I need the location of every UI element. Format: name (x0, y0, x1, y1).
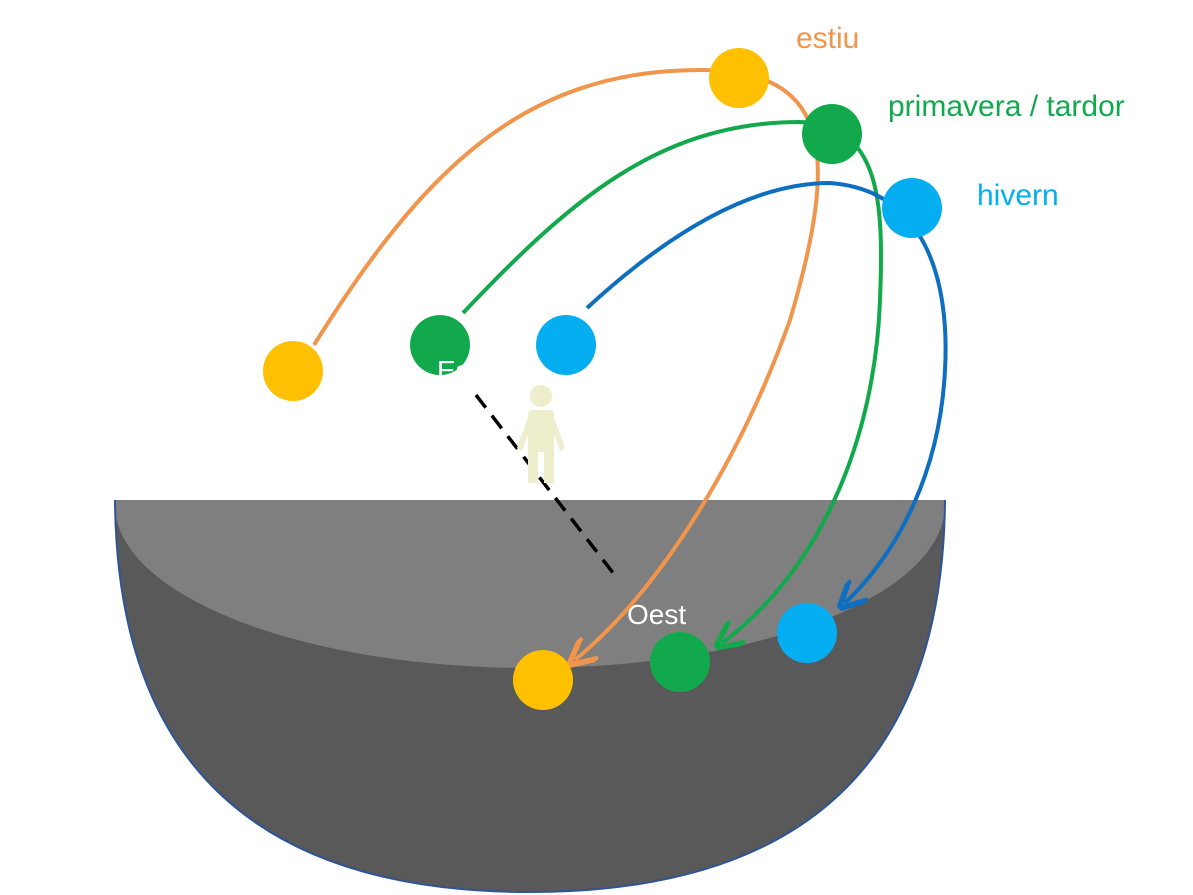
winter-sun-path (585, 180, 948, 603)
equinox-label: primavera / tardor (888, 90, 1125, 123)
east-label: Est (437, 355, 478, 386)
summer-label: estiu (796, 22, 859, 55)
noon-equinox-sun (802, 104, 862, 164)
winter-label: hivern (977, 179, 1059, 212)
hemisphere-rim (114, 499, 946, 894)
sunrise-summer-sun (263, 341, 323, 401)
ground-plane (115, 500, 945, 668)
sunrise-equinox-sun (410, 315, 470, 375)
sunrise-winter-sun (536, 315, 596, 375)
noon-winter-sun (882, 178, 942, 238)
east-west-line (474, 393, 619, 580)
observer-figure (517, 385, 565, 483)
west-label: Oest (627, 599, 686, 630)
sunset-winter-sun (777, 603, 837, 663)
sunset-equinox-sun (650, 632, 710, 692)
sunset-summer-sun (513, 650, 573, 710)
noon-summer-sun (709, 48, 769, 108)
equinox-sun-path (461, 119, 883, 643)
